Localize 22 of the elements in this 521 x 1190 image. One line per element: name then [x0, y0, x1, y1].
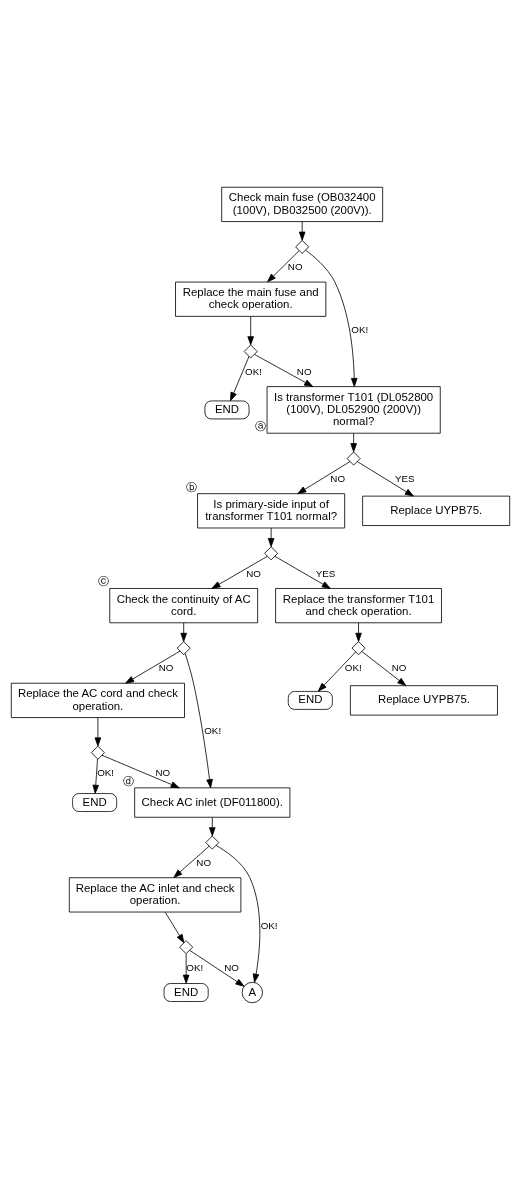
edge-label: NO: [158, 662, 174, 674]
edge-label: NO: [224, 961, 239, 973]
edge-label: NO: [330, 472, 346, 484]
edge-label: NO: [391, 662, 407, 674]
edge-label: OK!: [351, 324, 369, 336]
node-label: ⓐ: [255, 420, 267, 433]
edge-label: NO: [296, 365, 312, 377]
edge-label: OK!: [97, 767, 115, 779]
node-label: ⓒ: [98, 575, 110, 588]
edge-label: YES: [315, 567, 336, 579]
node-label: ⓑ: [185, 480, 197, 493]
edge-label: NO: [246, 567, 261, 579]
edge-label: OK!: [245, 365, 262, 377]
edge-label: OK!: [344, 662, 362, 674]
edge-label: OK!: [186, 961, 204, 973]
edge-label: NO: [196, 856, 212, 868]
edge-label: OK!: [204, 725, 222, 737]
edge-label: NO: [155, 767, 171, 779]
edge-label: YES: [394, 472, 415, 484]
node-label: ⓓ: [123, 774, 135, 787]
edge-label: NO: [287, 261, 303, 273]
edge-label: OK!: [260, 919, 278, 931]
